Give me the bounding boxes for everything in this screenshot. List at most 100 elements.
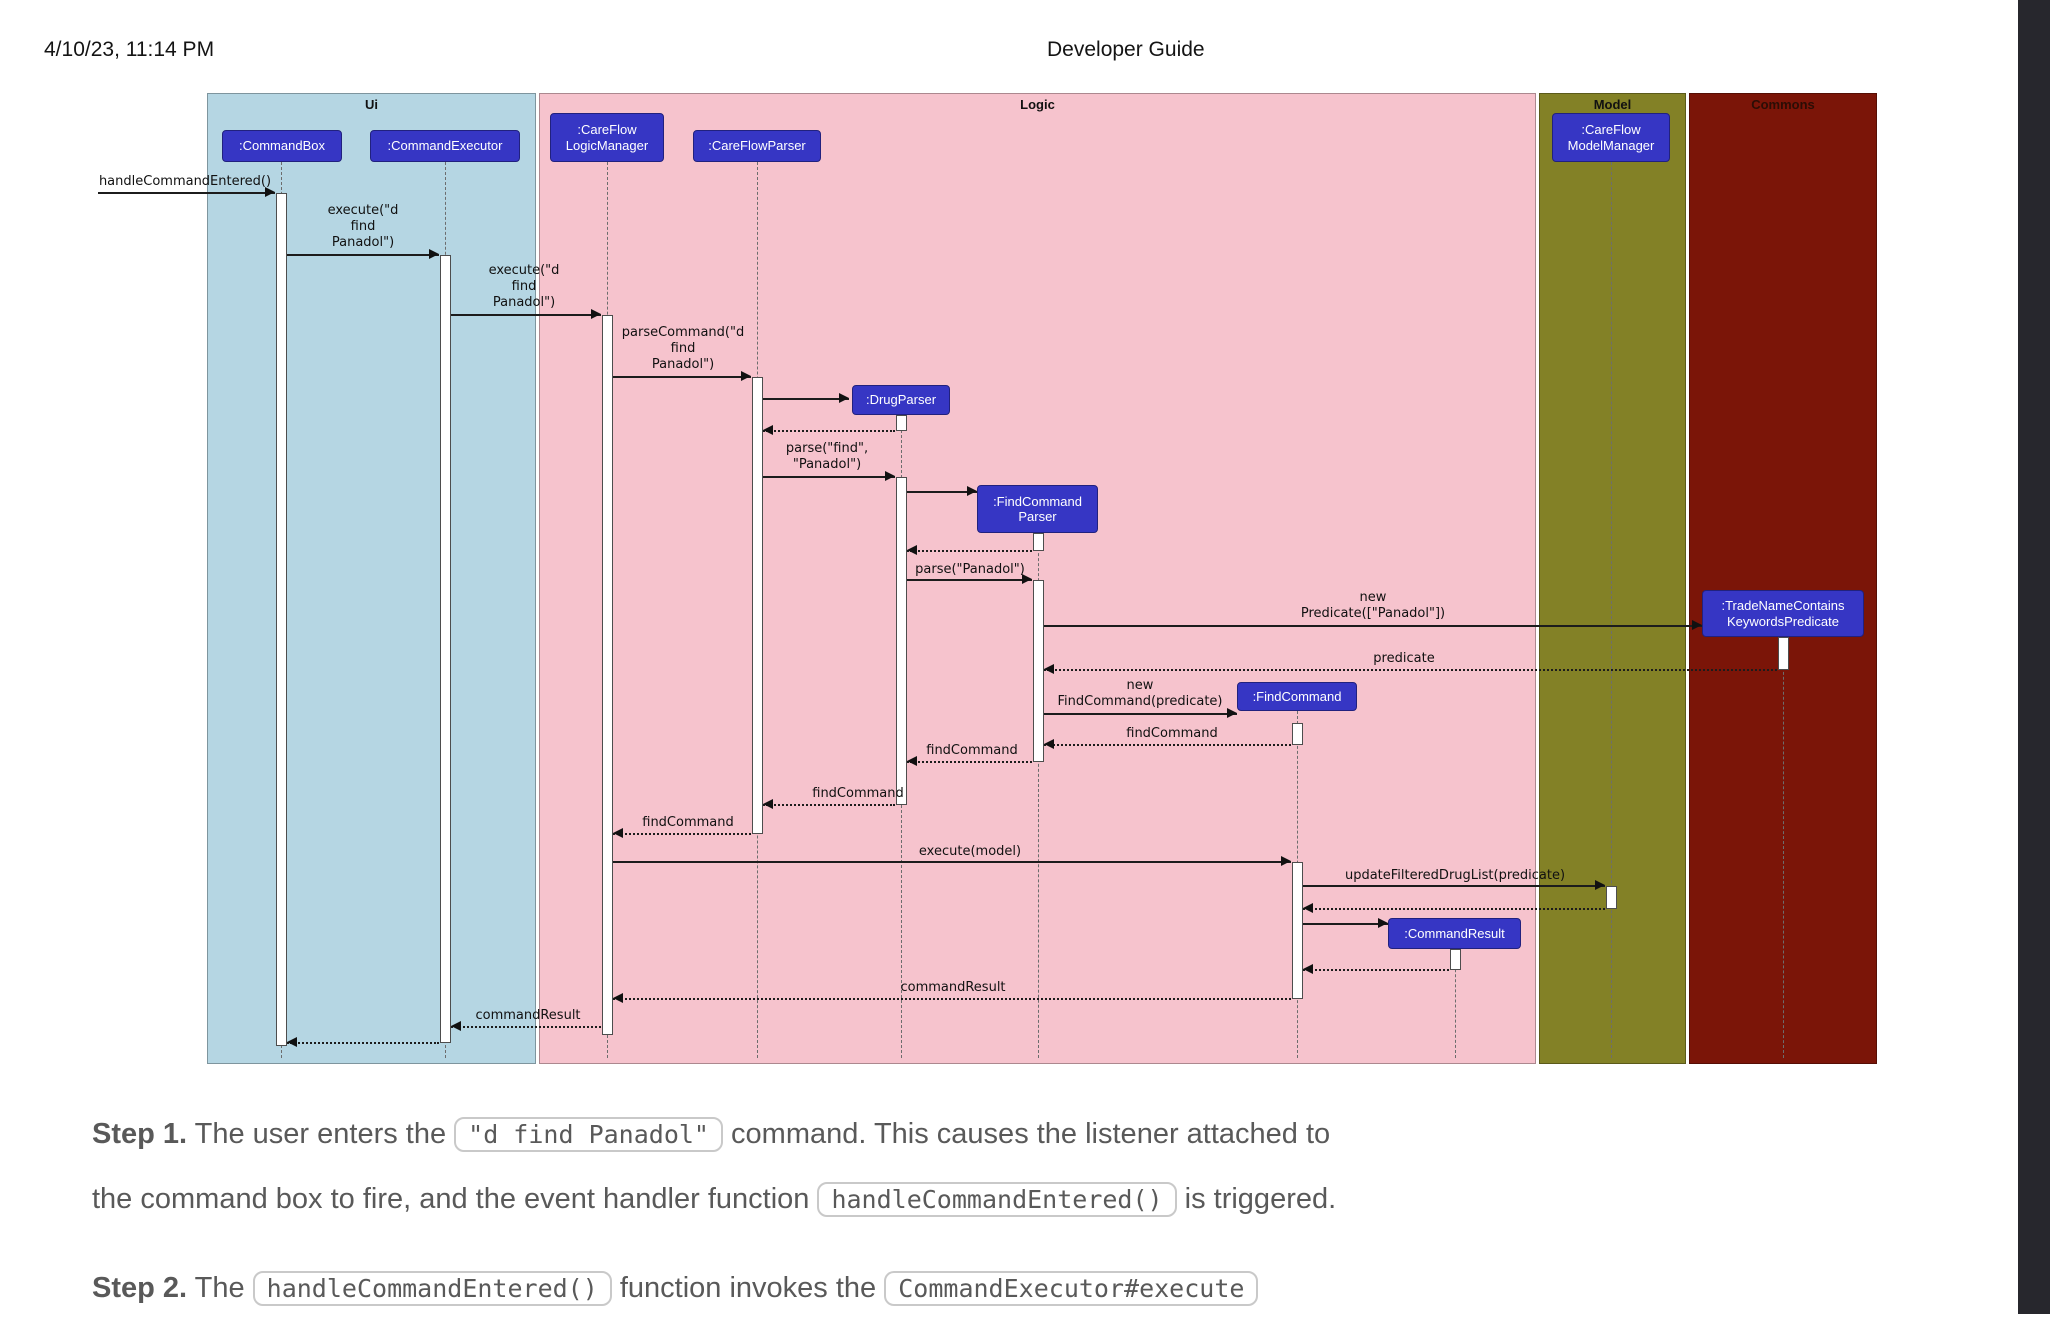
activation-bar bbox=[1033, 580, 1044, 762]
message-line bbox=[1044, 625, 1702, 627]
message-line bbox=[451, 1026, 601, 1028]
arrowhead-icon bbox=[1227, 708, 1237, 718]
arrowhead-icon bbox=[265, 187, 275, 197]
inline-code-chip: CommandExecutor#execute bbox=[884, 1271, 1259, 1306]
message-label: parse("Panadol") bbox=[915, 562, 1025, 577]
message-line bbox=[907, 550, 1032, 552]
actor-box-commandresult: :CommandResult bbox=[1388, 918, 1521, 949]
step-2-line: Step 2. The handleCommandEntered() funct… bbox=[92, 1256, 1259, 1321]
step-1-line: the command box to fire, and the event h… bbox=[92, 1167, 1336, 1232]
lane-label-commons: Commons bbox=[1751, 97, 1815, 112]
activation-bar bbox=[896, 415, 907, 431]
step-text: command. This causes the listener attach… bbox=[722, 1118, 1331, 1150]
message-line bbox=[451, 314, 601, 316]
activation-bar bbox=[276, 193, 287, 1046]
step-text: is triggered. bbox=[1176, 1183, 1337, 1215]
step-label: Step 2. bbox=[92, 1272, 188, 1304]
message-label: commandResult bbox=[475, 1008, 581, 1023]
arrowhead-icon bbox=[967, 486, 977, 496]
activation-bar bbox=[1033, 533, 1044, 551]
message-label: updateFilteredDrugList(predicate) bbox=[1344, 868, 1566, 883]
arrowhead-icon bbox=[763, 799, 773, 809]
step-1: Step 1. The user enters the "d find Pana… bbox=[92, 1102, 1336, 1232]
lane-label-model: Model bbox=[1593, 97, 1632, 112]
message-label: findCommand bbox=[1126, 726, 1218, 741]
activation-bar bbox=[1292, 862, 1303, 999]
message-line bbox=[287, 254, 439, 256]
message-label: parse("find","Panadol") bbox=[785, 441, 869, 472]
message-line bbox=[1303, 969, 1449, 971]
message-line bbox=[287, 1042, 439, 1044]
lifeline-careflowmodelmanager bbox=[1611, 162, 1612, 1058]
lifeline-tradenamepredicate bbox=[1783, 637, 1784, 1058]
message-label: findCommand bbox=[812, 786, 904, 801]
arrowhead-icon bbox=[1595, 880, 1605, 890]
message-line bbox=[613, 861, 1291, 863]
message-line bbox=[763, 430, 895, 432]
arrowhead-icon bbox=[451, 1021, 461, 1031]
arrowhead-icon bbox=[1378, 918, 1388, 928]
activation-bar bbox=[1292, 723, 1303, 745]
arrowhead-icon bbox=[1022, 574, 1032, 584]
activation-bar bbox=[602, 315, 613, 1035]
lane-label-ui: Ui bbox=[365, 97, 378, 112]
message-line bbox=[98, 192, 275, 194]
activation-bar bbox=[440, 255, 451, 1043]
arrowhead-icon bbox=[839, 393, 849, 403]
actor-box-drugparser: :DrugParser bbox=[852, 385, 950, 415]
arrowhead-icon bbox=[429, 249, 439, 259]
message-label: findCommand bbox=[642, 815, 734, 830]
lifeline-commandresult bbox=[1455, 949, 1456, 1058]
message-line bbox=[1303, 885, 1605, 887]
message-label: findCommand bbox=[926, 743, 1018, 758]
message-line bbox=[763, 398, 849, 400]
arrowhead-icon bbox=[1281, 856, 1291, 866]
message-label: commandResult bbox=[900, 980, 1006, 995]
message-label: execute(model) bbox=[918, 844, 1022, 859]
actor-box-findcommand: :FindCommand bbox=[1237, 682, 1357, 711]
inline-code-chip: handleCommandEntered() bbox=[252, 1271, 612, 1306]
step-label: Step 1. bbox=[92, 1118, 188, 1150]
step-2: Step 2. The handleCommandEntered() funct… bbox=[92, 1256, 1259, 1321]
arrowhead-icon bbox=[741, 371, 751, 381]
step-text: the command box to fire, and the event h… bbox=[92, 1183, 818, 1215]
arrowhead-icon bbox=[613, 993, 623, 1003]
message-label: handleCommandEntered() bbox=[98, 174, 272, 189]
message-line bbox=[613, 376, 751, 378]
arrowhead-icon bbox=[613, 828, 623, 838]
arrowhead-icon bbox=[885, 471, 895, 481]
arrowhead-icon bbox=[591, 309, 601, 319]
arrowhead-icon bbox=[907, 756, 917, 766]
arrowhead-icon bbox=[287, 1037, 297, 1047]
inline-code-chip: "d find Panadol" bbox=[454, 1117, 723, 1152]
message-line bbox=[1044, 713, 1237, 715]
activation-bar bbox=[1450, 949, 1461, 970]
print-timestamp: 4/10/23, 11:14 PM bbox=[44, 38, 215, 61]
message-label: predicate bbox=[1373, 651, 1435, 666]
arrowhead-icon bbox=[1044, 664, 1054, 674]
message-line bbox=[1044, 669, 1777, 671]
page-title: Developer Guide bbox=[1047, 38, 1205, 61]
arrowhead-icon bbox=[1044, 739, 1054, 749]
message-line bbox=[763, 804, 895, 806]
actor-box-careflowparser: :CareFlowParser bbox=[693, 130, 821, 162]
lifeline-findcommandparser bbox=[1038, 533, 1039, 1058]
step-text: The bbox=[187, 1272, 253, 1304]
arrowhead-icon bbox=[1692, 620, 1702, 630]
activation-bar bbox=[752, 377, 763, 834]
inline-code-chip: handleCommandEntered() bbox=[817, 1182, 1177, 1217]
message-line bbox=[1303, 923, 1388, 925]
message-line bbox=[907, 579, 1032, 581]
step-text: function invokes the bbox=[611, 1272, 885, 1304]
message-line bbox=[613, 833, 751, 835]
arrowhead-icon bbox=[763, 425, 773, 435]
